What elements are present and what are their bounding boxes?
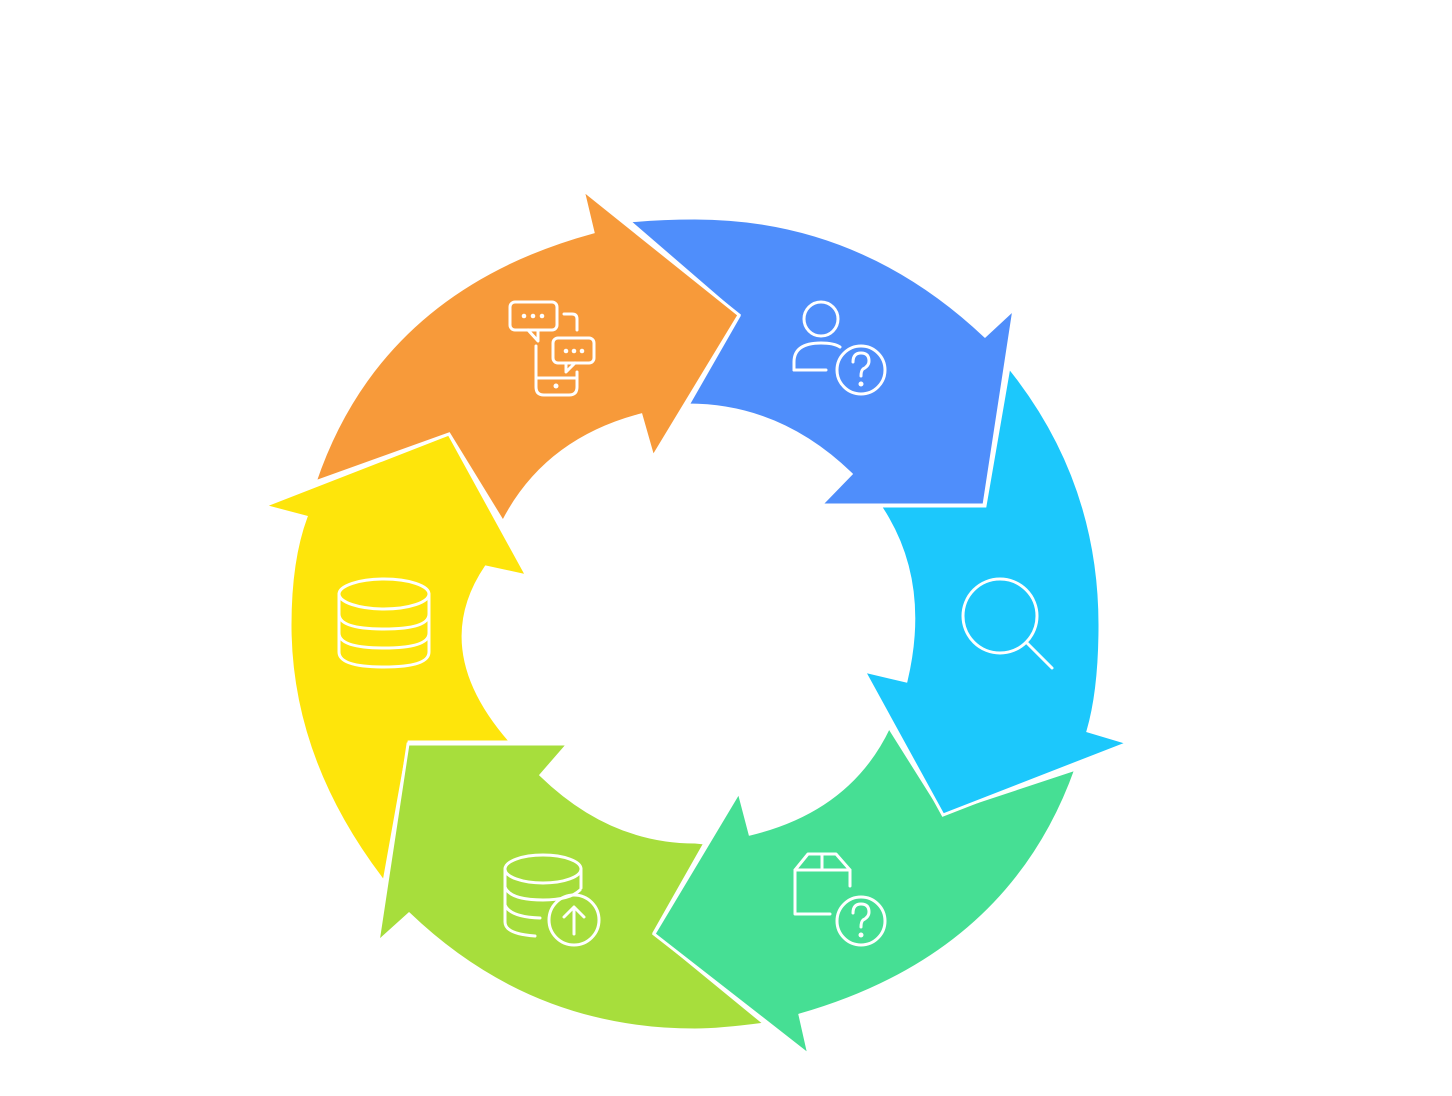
box-question-icon [793,852,887,947]
segment-store-data [259,432,530,886]
chat-phone-icon [508,300,596,397]
database-upload-icon [503,853,601,947]
segment-communicate [312,186,741,526]
segment-inquire-user [625,216,1017,507]
segment-search [861,363,1133,817]
user-question-icon [792,300,887,396]
segment-upload-data [375,742,769,1032]
search-icon [961,577,1054,670]
segment-inquire-product [652,723,1079,1059]
database-icon [337,577,431,669]
